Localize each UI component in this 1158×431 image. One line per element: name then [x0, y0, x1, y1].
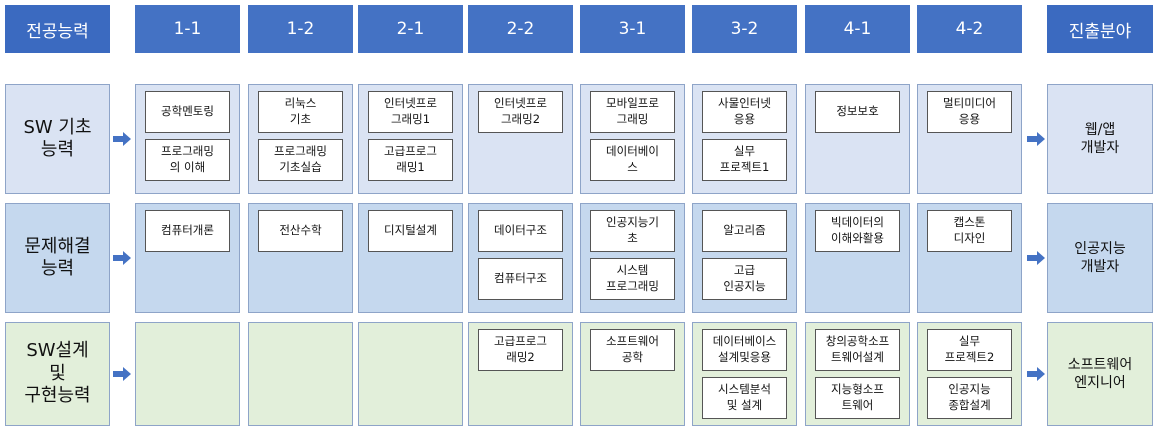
course-box: 소프트웨어 공학: [590, 329, 675, 371]
course-box: 인공지능기 초: [590, 210, 675, 252]
course-box: 멀티미디어 응용: [927, 91, 1012, 133]
course-box: 사물인터넷 응용: [702, 91, 787, 133]
arrow-right-icon: [113, 367, 131, 381]
semester-cell: [248, 322, 353, 426]
course-box: 프로그래밍 의 이해: [145, 139, 230, 181]
course-box: 인공지능 종합설계: [927, 377, 1012, 419]
course-box: 고급 인공지능: [702, 258, 787, 300]
course-box: 컴퓨터구조: [478, 258, 563, 300]
course-box: 전산수학: [258, 210, 343, 252]
competency-label: SW설계 및 구현능력: [5, 322, 110, 426]
competency-label: SW 기초 능력: [5, 84, 110, 194]
semester-cell: [358, 322, 463, 426]
header-semester-2-2: 2-2: [468, 5, 573, 53]
header-semester-3-2: 3-2: [692, 5, 797, 53]
course-box: 데이터베이 스: [590, 139, 675, 181]
header-semester-3-1: 3-1: [580, 5, 685, 53]
course-box: 데이터베이스 설계및응용: [702, 329, 787, 371]
arrow-right-icon: [113, 251, 131, 265]
header-competency-title: 전공능력: [5, 5, 110, 53]
course-box: 시스템분석 및 설계: [702, 377, 787, 419]
header-semester-2-1: 2-1: [358, 5, 463, 53]
semester-cell: [135, 322, 240, 426]
course-box: 캡스톤 디자인: [927, 210, 1012, 252]
course-box: 지능형소프 트웨어: [815, 377, 900, 419]
course-box: 리눅스 기초: [258, 91, 343, 133]
career-outcome: 웹/앱 개발자: [1047, 84, 1153, 194]
arrow-right-icon: [1027, 251, 1045, 265]
course-box: 실무 프로젝트2: [927, 329, 1012, 371]
course-box: 정보보호: [815, 91, 900, 133]
arrow-right-icon: [1027, 367, 1045, 381]
course-box: 창의공학소프 트웨어설계: [815, 329, 900, 371]
course-box: 공학멘토링: [145, 91, 230, 133]
career-outcome: 인공지능 개발자: [1047, 203, 1153, 313]
course-box: 시스템 프로그래밍: [590, 258, 675, 300]
header-semester-4-1: 4-1: [805, 5, 910, 53]
competency-label: 문제해결 능력: [5, 203, 110, 313]
course-box: 인터넷프로 그래밍2: [478, 91, 563, 133]
course-box: 인터넷프로 그래밍1: [368, 91, 453, 133]
course-box: 모바일프로 그래밍: [590, 91, 675, 133]
course-box: 컴퓨터개론: [145, 210, 230, 252]
header-semester-4-2: 4-2: [917, 5, 1022, 53]
career-outcome: 소프트웨어 엔지니어: [1047, 322, 1153, 426]
arrow-right-icon: [113, 132, 131, 146]
header-semester-1-1: 1-1: [135, 5, 240, 53]
course-box: 실무 프로젝트1: [702, 139, 787, 181]
course-box: 프로그래밍 기초실습: [258, 139, 343, 181]
course-box: 디지털설계: [368, 210, 453, 252]
course-box: 고급프로그 래밍1: [368, 139, 453, 181]
header-semester-1-2: 1-2: [248, 5, 353, 53]
header-career-title: 진출분야: [1047, 5, 1153, 53]
course-box: 빅데이터의 이해와활용: [815, 210, 900, 252]
course-box: 고급프로그 래밍2: [478, 329, 563, 371]
course-box: 데이터구조: [478, 210, 563, 252]
course-box: 알고리즘: [702, 210, 787, 252]
arrow-right-icon: [1027, 132, 1045, 146]
